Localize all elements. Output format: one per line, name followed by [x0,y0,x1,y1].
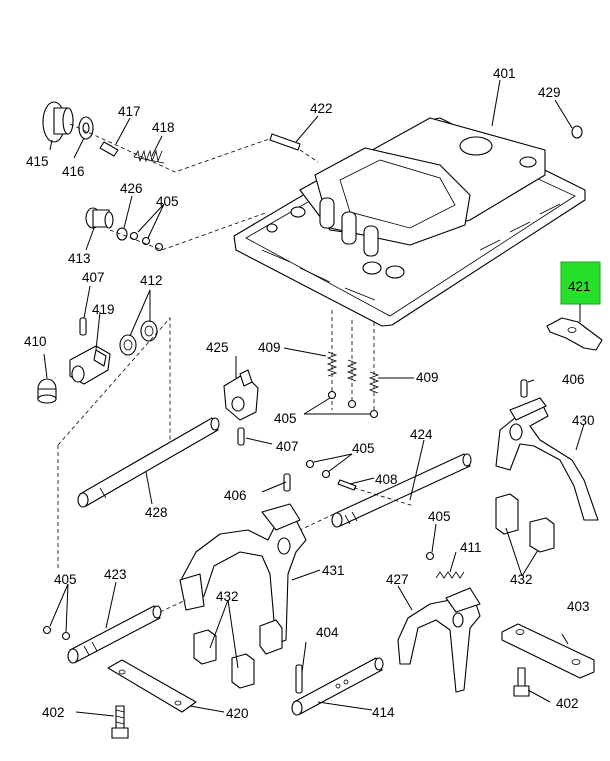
plunger-422 [269,133,301,151]
callout-424: 424 [410,427,433,442]
shaft-424 [331,453,472,528]
callout-430: 430 [572,413,595,428]
callout-413: 413 [68,251,91,266]
ball-405-h [321,469,331,479]
washer-416 [78,116,94,140]
ball-405-e [347,399,357,409]
callout-418: 418 [152,120,175,135]
callout-407-upper: 407 [82,270,105,285]
callout-labels: 401 429 422 417 418 415 416 426 405 413 … [24,66,595,721]
shaft-414 [291,657,384,716]
callout-412: 412 [140,273,163,288]
spring-418 [133,149,165,164]
callout-423: 423 [104,567,127,582]
clip-432-right-a [495,493,519,535]
plate-403 [501,623,595,679]
ball-405-j [61,631,71,641]
ball-405-a [129,231,139,241]
callout-428: 428 [145,505,168,520]
callout-406-middle: 406 [224,488,247,503]
callout-414: 414 [372,705,395,720]
callout-405-left: 405 [54,572,77,587]
callout-405-center: 405 [274,411,297,426]
spring-409-b [346,359,358,382]
fork-430 [495,397,599,521]
pin-408 [337,479,357,491]
ball-405-g [305,459,315,469]
spring-409-a [326,351,338,377]
callout-409-left: 409 [258,340,281,355]
callout-401: 401 [493,66,516,81]
callout-420: 420 [226,706,249,721]
washer-426 [116,227,128,241]
plug-415 [42,101,74,143]
shaft-428 [77,417,220,508]
ball-405-k [425,551,435,561]
callout-407-lower: 407 [276,439,299,454]
clip-432-center-a [193,629,217,665]
pin-407-lower [237,427,245,446]
callout-410: 410 [24,334,47,349]
bushing-412 [119,320,158,356]
callout-431: 431 [322,563,345,578]
spring-409-c [368,371,380,394]
housing-401 [233,117,586,327]
callout-415: 415 [26,154,49,169]
callout-405-top: 405 [156,194,179,209]
pin-406-right [520,379,528,398]
callout-404: 404 [316,625,339,640]
block-432-center-c [259,619,283,655]
callout-405-right: 405 [428,509,451,524]
callout-402-right: 402 [556,696,579,711]
ball-405-i [42,625,52,635]
plug-413 [85,207,114,229]
callout-411: 411 [460,540,482,555]
callout-425: 425 [206,340,229,355]
callout-421: 421 [568,279,591,294]
plate-420 [107,659,197,713]
callout-409-right: 409 [416,370,439,385]
ball-405-f [369,409,379,419]
fork-427 [397,587,481,693]
plug-410 [37,378,57,404]
callout-406-right: 406 [562,372,585,387]
plate-421 [546,317,603,351]
callout-402-left: 402 [42,705,65,720]
clip-432-center-b [231,653,255,689]
callout-416: 416 [62,164,85,179]
plug-429 [571,125,583,139]
callout-417: 417 [118,104,141,119]
pin-404 [295,664,303,694]
callout-432-right: 432 [510,572,533,587]
ball-405-d [327,390,337,400]
callout-426: 426 [120,181,143,196]
spring-411 [435,571,465,579]
bolt-402-right [513,667,530,697]
shaft-423 [67,605,162,664]
callout-403: 403 [567,599,590,614]
highlight-box-421 [560,261,601,305]
pin-417 [99,141,119,157]
ball-405-c [154,242,164,252]
clip-432-right-b [529,517,555,553]
bolt-402-left [111,705,129,739]
fork-431 [179,503,307,645]
callout-422: 422 [310,101,333,116]
callout-432-center: 432 [216,589,239,604]
callout-408: 408 [375,472,398,487]
callout-405-mid: 405 [352,441,375,456]
callout-419: 419 [92,302,115,317]
block-419 [69,345,111,385]
bracket-425 [223,369,259,421]
leader-lines [43,79,585,717]
pin-407-upper [79,317,87,336]
callout-429: 429 [538,85,561,100]
callout-427: 427 [386,572,409,587]
